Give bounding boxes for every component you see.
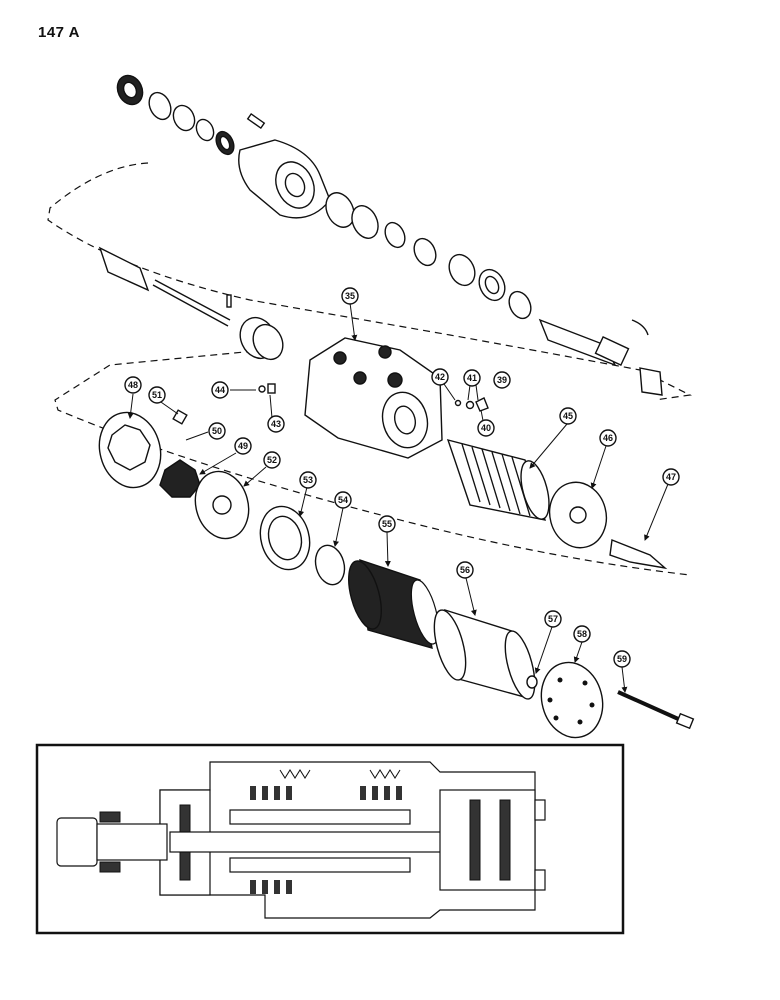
callout-51: 51 <box>148 386 166 404</box>
svg-text:45: 45 <box>563 411 573 421</box>
callout-46: 46 <box>599 429 617 447</box>
upper-parts <box>98 74 663 396</box>
svg-text:53: 53 <box>303 475 313 485</box>
callout-45: 45 <box>559 407 577 425</box>
callout-48: 48 <box>124 376 142 394</box>
sleeve-56 <box>433 608 536 700</box>
svg-text:42: 42 <box>435 372 445 382</box>
page-number: 147 A <box>38 24 80 41</box>
callout-43: 43 <box>267 415 285 433</box>
callout-44: 44 <box>211 381 229 399</box>
svg-text:44: 44 <box>215 385 225 395</box>
callout-40: 40 <box>477 419 495 437</box>
svg-text:58: 58 <box>577 629 587 639</box>
callout-50: 50 <box>208 422 226 440</box>
svg-text:35: 35 <box>345 291 355 301</box>
svg-text:39: 39 <box>497 375 507 385</box>
svg-text:43: 43 <box>271 419 281 429</box>
svg-text:56: 56 <box>460 565 470 575</box>
leader-lines <box>127 302 669 693</box>
svg-text:50: 50 <box>212 426 222 436</box>
callout-55: 55 <box>378 515 396 533</box>
lower-group-outline <box>54 349 691 576</box>
svg-text:46: 46 <box>603 433 613 443</box>
callout-58: 58 <box>573 625 591 643</box>
washer-57 <box>526 675 538 689</box>
callout-56: 56 <box>456 561 474 579</box>
callout-42: 42 <box>431 368 449 386</box>
svg-text:57: 57 <box>548 614 558 624</box>
callout-49: 49 <box>234 437 252 455</box>
svg-text:59: 59 <box>617 654 627 664</box>
callout-59: 59 <box>613 650 631 668</box>
upper-group-outline <box>47 162 692 401</box>
gerotor-group <box>98 409 346 586</box>
drive-47 <box>609 539 668 570</box>
sleeve-55 <box>348 558 440 649</box>
svg-text:48: 48 <box>128 380 138 390</box>
callout-53: 53 <box>299 471 317 489</box>
callout-47: 47 <box>662 468 680 486</box>
plate-46 <box>548 481 608 549</box>
bolt-59 <box>617 690 695 730</box>
callout-39: 39 <box>493 371 511 389</box>
end-cap-58 <box>540 661 604 739</box>
valve-body <box>304 337 443 459</box>
cross-section-inset <box>35 743 625 935</box>
svg-text:40: 40 <box>481 423 491 433</box>
callout-54: 54 <box>334 491 352 509</box>
spool-assembly <box>446 438 550 521</box>
small-parts <box>258 383 489 412</box>
callout-35: 35 <box>341 287 359 305</box>
callout-57: 57 <box>544 610 562 628</box>
svg-text:41: 41 <box>467 373 477 383</box>
svg-text:54: 54 <box>338 495 348 505</box>
callout-41: 41 <box>463 369 481 387</box>
svg-text:55: 55 <box>382 519 392 529</box>
svg-text:51: 51 <box>152 390 162 400</box>
callout-52: 52 <box>263 451 281 469</box>
svg-text:49: 49 <box>238 441 248 451</box>
svg-text:52: 52 <box>267 455 277 465</box>
svg-text:47: 47 <box>666 472 676 482</box>
